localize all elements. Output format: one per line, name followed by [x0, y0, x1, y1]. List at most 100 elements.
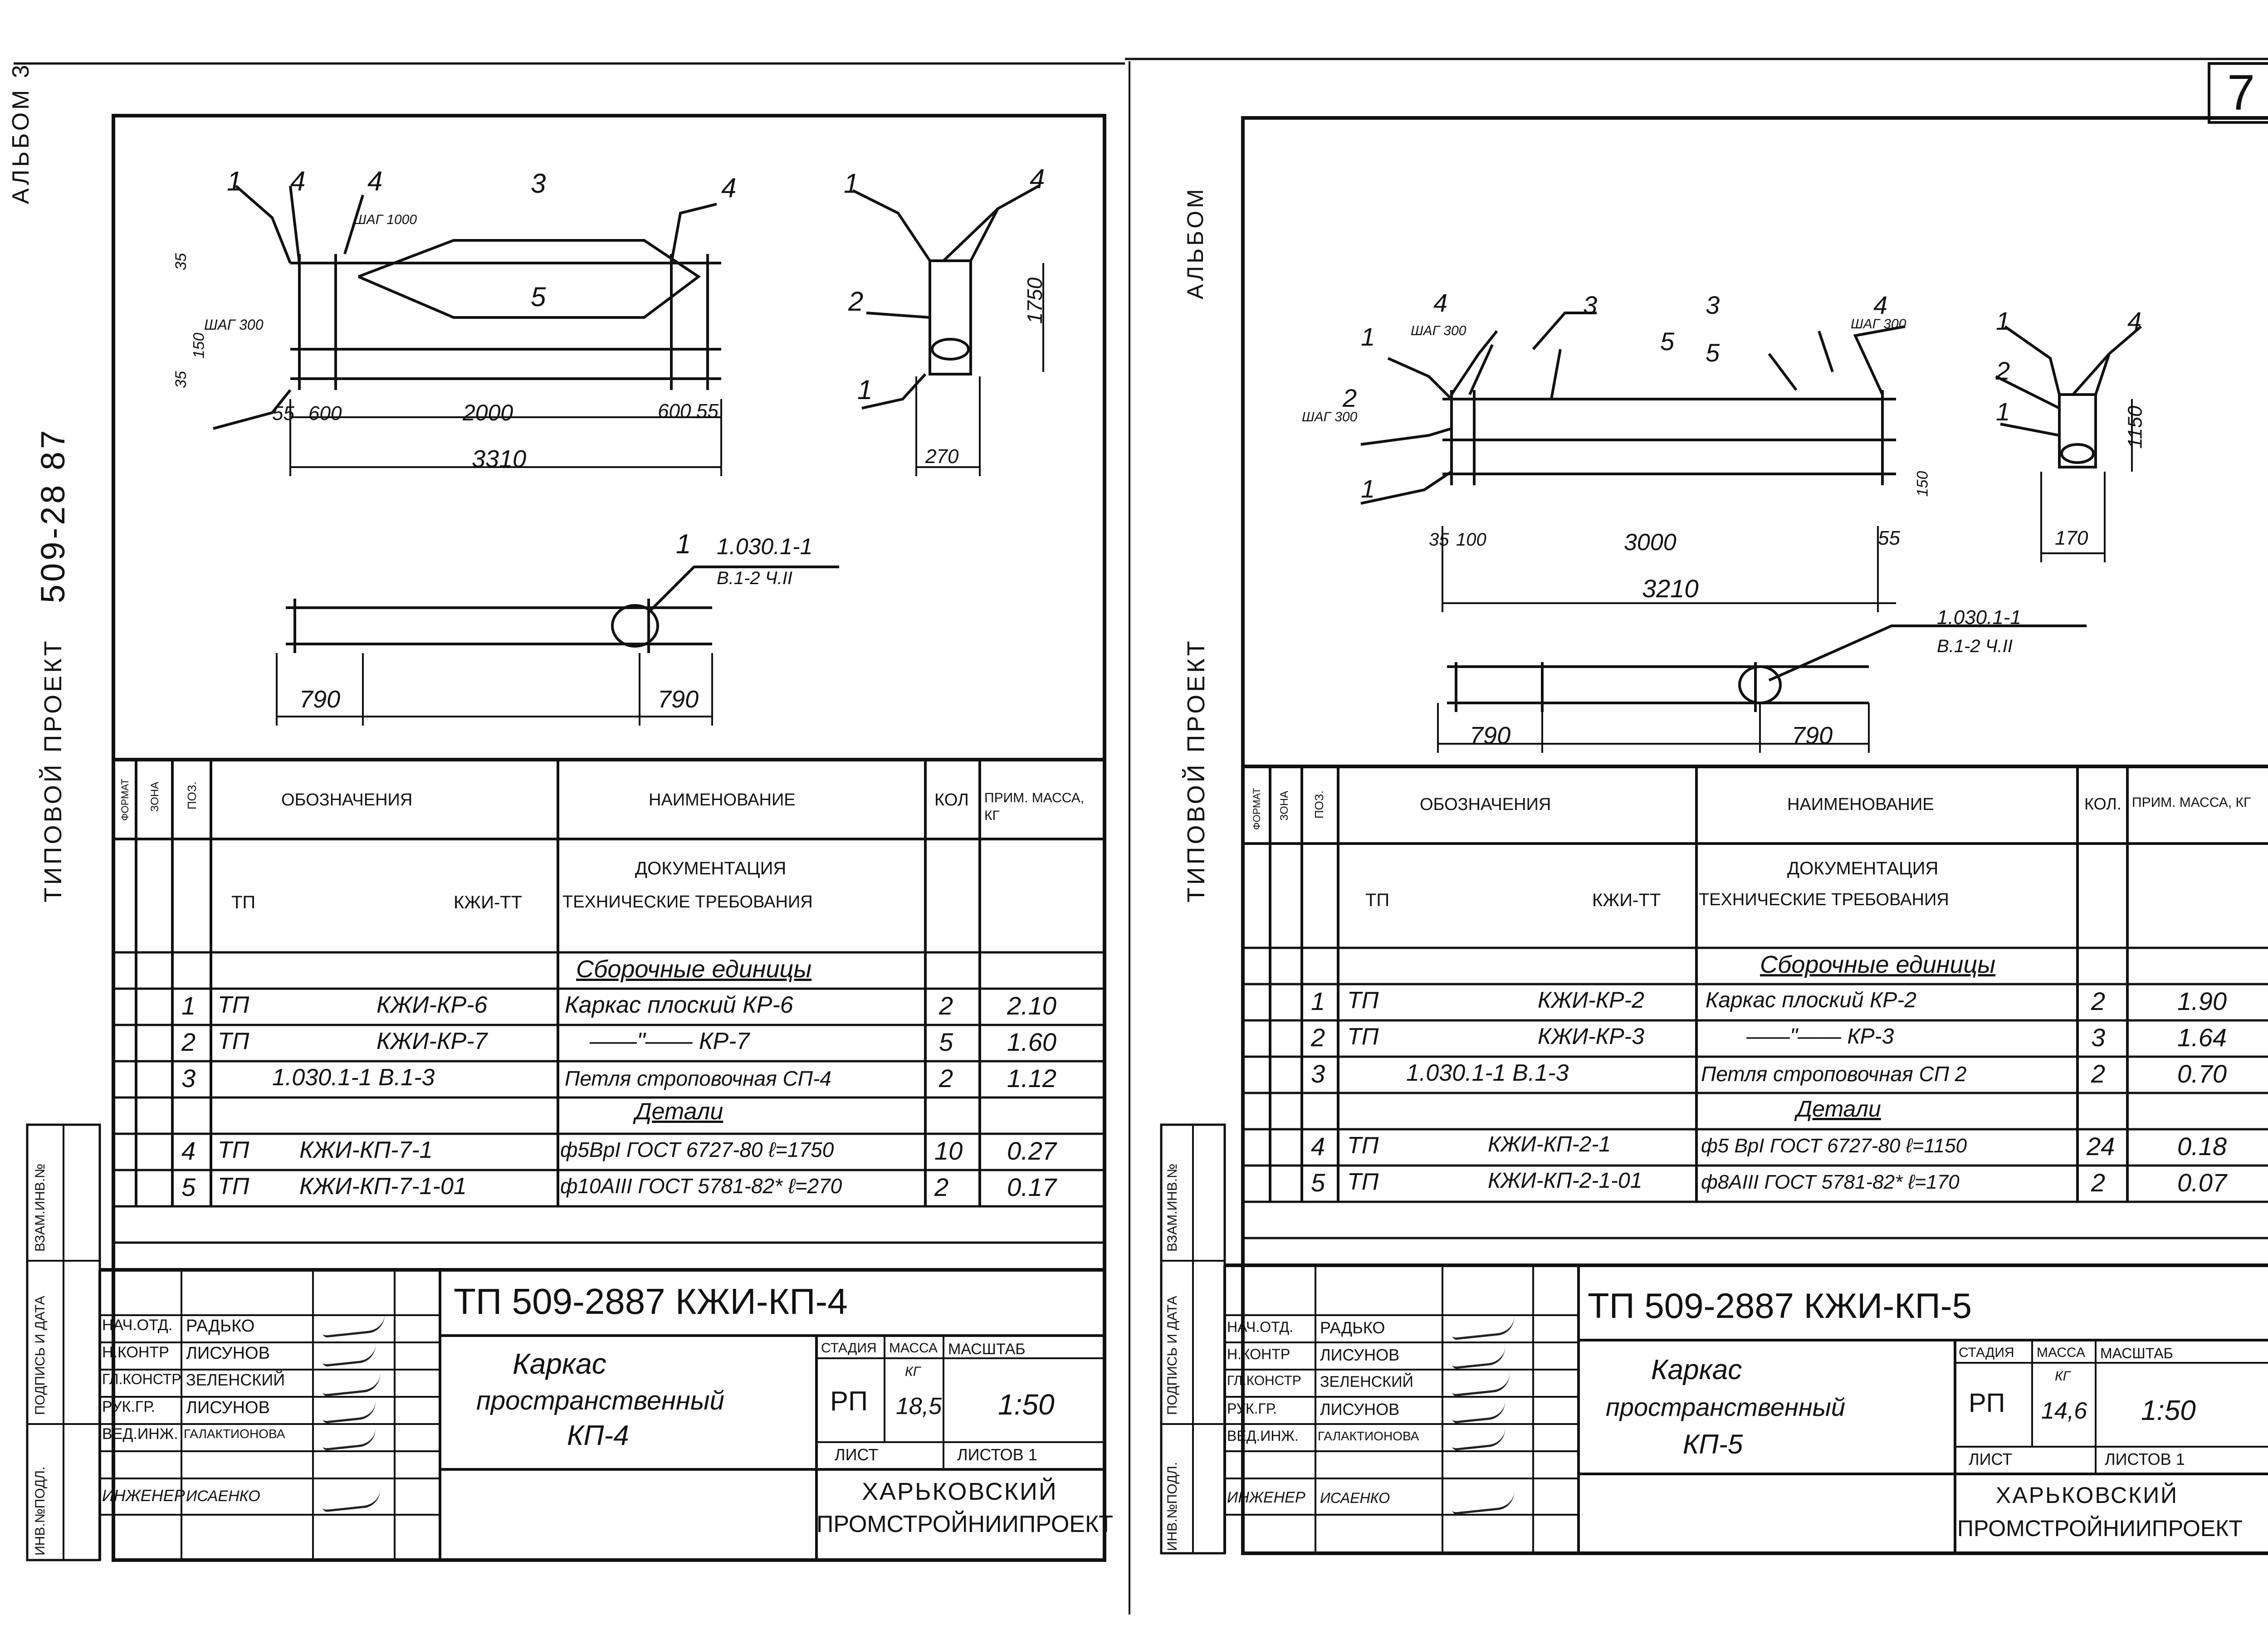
sheet-label: ЛИСТ: [835, 1445, 879, 1464]
person-name: РАДЬКО: [186, 1317, 255, 1336]
row-name: Каркас плоский КР-6: [565, 992, 793, 1018]
step-label: ШАГ 300: [1302, 410, 1358, 424]
row-pos: 2: [181, 1028, 196, 1056]
person-name: ЛИСУНОВ: [186, 1398, 270, 1417]
row-name: Петля строповочная СП 2: [1701, 1062, 1967, 1086]
mass-value: 14,6: [2041, 1398, 2087, 1424]
step-label: ШАГ 300: [1411, 323, 1466, 338]
pos-label: 1: [1996, 397, 2010, 426]
mass-value: 18,5: [896, 1393, 942, 1419]
dimension: 790: [299, 686, 341, 713]
mass-unit: КГ: [905, 1364, 920, 1379]
dimension: 35: [1429, 530, 1449, 550]
mass-unit: КГ: [2055, 1369, 2070, 1384]
row-mass: 1.60: [1007, 1028, 1056, 1056]
reference: 1.030.1-1: [1937, 606, 2021, 629]
hdr-zone: ЗОНА: [149, 781, 161, 812]
role-label: ВЕД.ИНЖ.: [102, 1425, 178, 1443]
dimension: 600: [658, 400, 691, 422]
hdr-stage: СТАДИЯ: [1959, 1345, 2014, 1360]
hdr-qty: КОЛ.: [2084, 795, 2121, 813]
row-mass: 2.10: [1007, 991, 1056, 1020]
row-code: 1.030.1-1 В.1-3: [272, 1064, 435, 1091]
pos-label: 3: [531, 168, 546, 199]
row-code: КЖИ-КП-7-1-01: [299, 1173, 467, 1200]
pos-label: 4: [1873, 291, 1888, 319]
pos-label: 4: [1433, 288, 1448, 317]
person-name: ЗЕЛЕНСКИЙ: [1320, 1373, 1413, 1390]
row-mass: 0.18: [2177, 1132, 2227, 1161]
row-code: КЖИ-КП-2-1: [1488, 1132, 1611, 1156]
row-code: КЖИ-КР-6: [376, 992, 488, 1018]
sheets-label: ЛИСТОВ 1: [957, 1445, 1037, 1464]
step-label: ШАГ 300: [1851, 317, 1906, 332]
dimension: 1150: [2124, 405, 2146, 449]
row-qty: 10: [934, 1136, 963, 1165]
row-qty: 2: [2091, 987, 2106, 1015]
pos-label: 2: [1996, 356, 2010, 385]
units-title: Сборочные единицы: [1760, 951, 1996, 978]
hdr-zone: ЗОНА: [1278, 790, 1290, 821]
row-mass: 1.64: [2177, 1023, 2227, 1052]
role-label: РУК.ГР.: [102, 1398, 155, 1415]
hdr-qty: КОЛ: [934, 790, 969, 810]
scale-value: 1:50: [2141, 1395, 2196, 1426]
right-stamp-replace: ВЗАМ.ИНВ.№: [1165, 1163, 1180, 1252]
right-stamp-inv: ИНВ.№ПОДЛ.: [1165, 1462, 1180, 1551]
reference: 1.030.1-1: [717, 534, 813, 559]
hdr-scale: МАСШТАБ: [948, 1341, 1026, 1358]
person-name: ГАЛАКТИОНОВА: [184, 1427, 285, 1441]
reference: В.1-2 Ч.II: [1937, 636, 2013, 656]
person-name: ЛИСУНОВ: [186, 1344, 270, 1363]
person-name: ЛИСУНОВ: [1320, 1400, 1400, 1419]
pos-label: 5: [1660, 327, 1675, 356]
role-label: ИНЖЕНЕР: [1227, 1489, 1305, 1506]
row-code: КЖИ-КП-7-1: [299, 1137, 433, 1163]
right-project-label: ТИПОВОЙ ПРОЕКТ: [1183, 638, 1210, 902]
pos-label: 4: [1030, 164, 1045, 194]
dimension: 3210: [1642, 574, 1699, 603]
item-name: пространственный: [1606, 1393, 1846, 1421]
person-name: ЗЕЛЕНСКИЙ: [186, 1371, 285, 1389]
doc-tp: ТП: [231, 893, 256, 912]
row-pos: 4: [181, 1136, 196, 1165]
row-name: ф5 ВрI ГОСТ 6727-80 ℓ=1150: [1701, 1135, 1967, 1157]
pos-label: 5: [531, 282, 546, 312]
row-pos: 5: [1311, 1168, 1325, 1197]
doc-code: КЖИ-ТТ: [1592, 890, 1661, 910]
role-label: Н.КОНТР: [1227, 1346, 1290, 1362]
dimension: 270: [925, 445, 959, 468]
details-title: Детали: [635, 1098, 723, 1125]
row-tp: ТП: [1347, 1024, 1379, 1050]
dimension: 790: [1792, 722, 1833, 749]
row-tp: ТП: [1347, 1132, 1379, 1159]
dimension: 150: [1914, 471, 1931, 497]
row-name: ——"—— КР-7: [590, 1028, 750, 1054]
stage-value: РП: [830, 1386, 868, 1416]
dimension: 35: [172, 371, 190, 388]
hdr-mass: МАССА: [889, 1341, 938, 1356]
title-code: ТП 509-2887 КЖИ-КП-5: [1588, 1286, 1972, 1326]
hdr-designation: ОБОЗНАЧЕНИЯ: [1420, 795, 1551, 814]
left-album-label: АЛЬБОМ 3: [8, 62, 34, 204]
dimension: 600: [308, 402, 342, 424]
sheet-label: ЛИСТ: [1969, 1450, 2013, 1468]
person-name: ИСАЕНКО: [186, 1488, 260, 1505]
row-tp: ТП: [218, 1137, 249, 1163]
row-code: КЖИ-КР-3: [1538, 1024, 1645, 1049]
hdr-pos: ПОЗ.: [1312, 790, 1326, 819]
pos-label: 1: [1361, 474, 1375, 503]
hdr-note: ПРИМ. МАССА, КГ: [984, 790, 1085, 823]
org-name: ХАРЬКОВСКИЙ: [862, 1478, 1058, 1505]
dimension: 35: [172, 253, 190, 270]
dimension: 3000: [1624, 529, 1677, 556]
role-label: ГЛ.КОНСТР: [102, 1371, 181, 1387]
row-name: ф8АIII ГОСТ 5781-82* ℓ=170: [1701, 1171, 1960, 1193]
pos-label: 2: [848, 286, 864, 317]
row-pos: 1: [181, 991, 196, 1020]
pos-label: 1: [676, 529, 691, 559]
role-label: НАЧ.ОТД.: [102, 1317, 173, 1334]
item-name: Каркас: [513, 1347, 606, 1380]
item-name: Каркас: [1651, 1354, 1742, 1385]
title-code: ТП 509-2887 КЖИ-КП-4: [454, 1281, 848, 1322]
